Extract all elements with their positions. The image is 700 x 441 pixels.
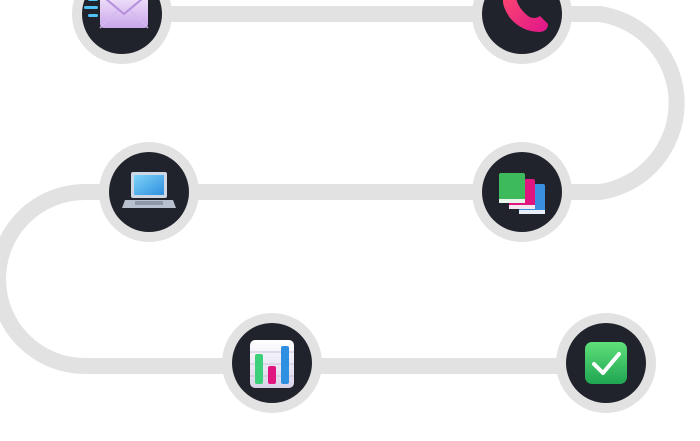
bar-chart-icon bbox=[250, 340, 294, 388]
checkmark-icon bbox=[585, 342, 627, 384]
step-node-laptop bbox=[99, 142, 199, 242]
step-node-chart bbox=[222, 313, 322, 413]
step-node-phone bbox=[472, 0, 572, 64]
laptop-icon bbox=[122, 172, 176, 208]
books-stack-icon bbox=[499, 173, 545, 214]
phone-receiver-icon bbox=[502, 0, 548, 32]
step-node-books bbox=[472, 142, 572, 242]
connector-path bbox=[0, 5, 685, 374]
step-node-email bbox=[72, 0, 172, 64]
email-envelope-icon bbox=[84, 0, 149, 29]
step-node-check bbox=[556, 313, 656, 413]
